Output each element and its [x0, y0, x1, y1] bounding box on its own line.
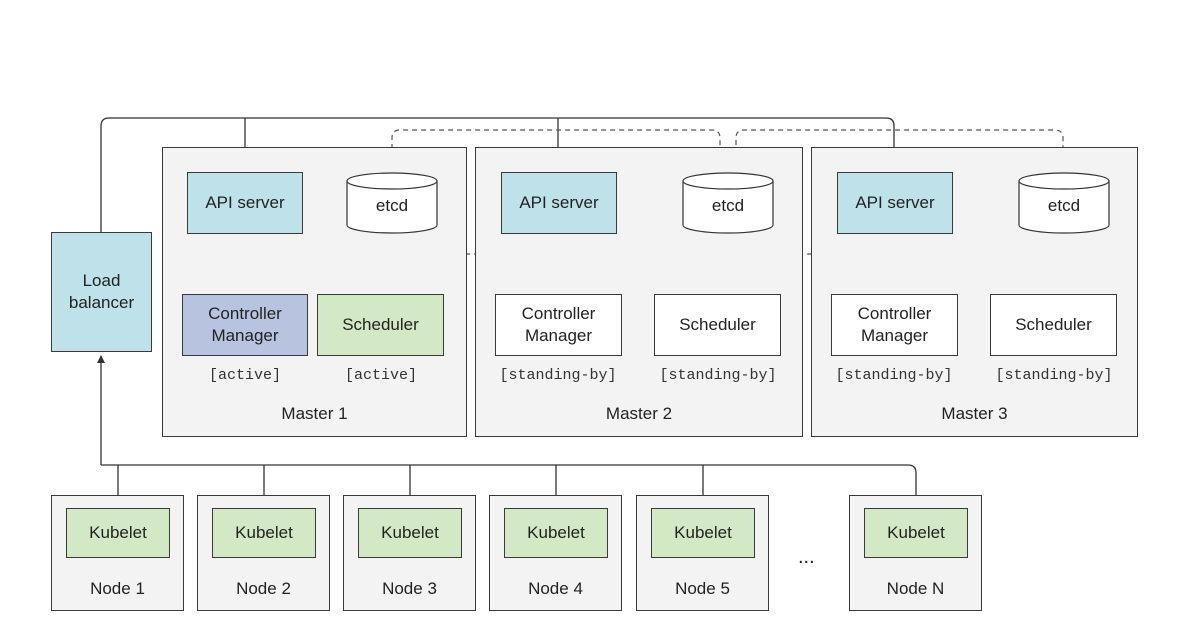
- master-1-label: Master 1: [281, 404, 348, 423]
- database-icon: [346, 172, 438, 234]
- master-2-label: Master 2: [605, 404, 673, 423]
- kubelet-3[interactable]: Kubelet: [358, 508, 462, 558]
- node-4-label: Node 4: [528, 579, 583, 598]
- node-5-label: Node 5: [675, 579, 730, 598]
- node-1[interactable]: Kubelet Node 1: [51, 495, 184, 611]
- database-icon: [1018, 172, 1110, 234]
- lb-to-api-servers-line: [100, 117, 898, 232]
- node-4[interactable]: Kubelet Node 4: [489, 495, 622, 611]
- scheduler-2[interactable]: Scheduler: [654, 294, 781, 356]
- kubelet-n[interactable]: Kubelet: [864, 508, 968, 558]
- etcd-3-label: etcd: [1047, 196, 1081, 215]
- controller-2-status: [standing-by]: [499, 367, 617, 384]
- node-1-label: Node 1: [90, 579, 145, 598]
- api-server-1[interactable]: API server: [187, 172, 303, 234]
- controller-manager-2[interactable]: Controller Manager: [495, 294, 622, 356]
- scheduler-1[interactable]: Scheduler: [317, 294, 444, 356]
- etcd-cluster-top-line-b: [735, 129, 1064, 176]
- controller-manager-1[interactable]: Controller Manager: [182, 294, 308, 356]
- node-bus-line: [101, 464, 917, 496]
- node-3-label: Node 3: [382, 579, 437, 598]
- etcd-3[interactable]: etcd: [1018, 172, 1110, 234]
- master-3-label: Master 3: [941, 404, 1008, 423]
- scheduler-3[interactable]: Scheduler: [990, 294, 1117, 356]
- api-server-3[interactable]: API server: [837, 172, 953, 234]
- node-n[interactable]: Kubelet Node N: [849, 495, 982, 611]
- node-n-label: Node N: [886, 579, 945, 598]
- controller-1-status: [active]: [208, 367, 281, 384]
- kubelet-2[interactable]: Kubelet: [212, 508, 316, 558]
- controller-manager-3[interactable]: Controller Manager: [831, 294, 958, 356]
- scheduler-1-status: [active]: [344, 367, 417, 384]
- scheduler-2-status: [standing-by]: [659, 367, 777, 384]
- etcd-1[interactable]: etcd: [346, 172, 438, 234]
- kubelet-4[interactable]: Kubelet: [504, 508, 608, 558]
- load-balancer[interactable]: Load balancer: [51, 232, 152, 352]
- controller-3-status: [standing-by]: [835, 367, 953, 384]
- etcd-cluster-top-line-a: [391, 129, 721, 176]
- scheduler-3-status: [standing-by]: [995, 367, 1113, 384]
- node-5[interactable]: Kubelet Node 5: [636, 495, 769, 611]
- node-2[interactable]: Kubelet Node 2: [197, 495, 330, 611]
- kubelet-1[interactable]: Kubelet: [66, 508, 170, 558]
- etcd-1-label: etcd: [375, 196, 409, 215]
- database-icon: [682, 172, 774, 234]
- kubelet-5[interactable]: Kubelet: [651, 508, 755, 558]
- etcd-2[interactable]: etcd: [682, 172, 774, 234]
- etcd-2-label: etcd: [711, 196, 745, 215]
- api-server-2[interactable]: API server: [501, 172, 617, 234]
- more-nodes-ellipsis: ...: [798, 546, 815, 568]
- node-3[interactable]: Kubelet Node 3: [343, 495, 476, 611]
- node-2-label: Node 2: [236, 579, 291, 598]
